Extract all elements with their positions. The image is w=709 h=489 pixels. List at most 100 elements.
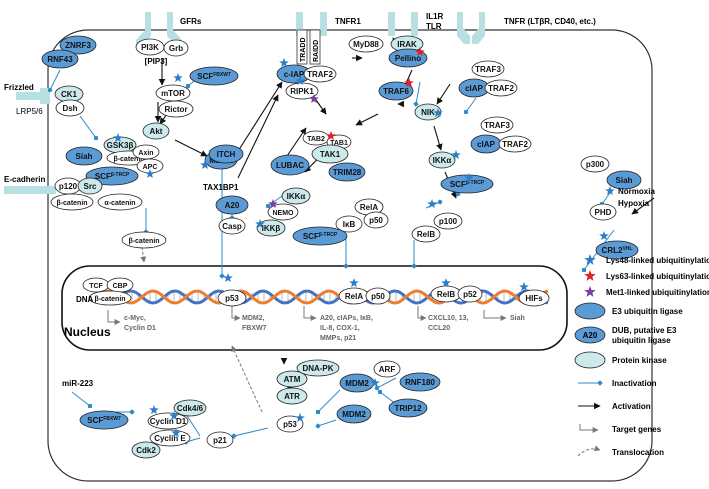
node-nik-label: NIK — [421, 108, 435, 117]
node-tab2: TAB2 — [302, 130, 330, 146]
node-rnf180: RNF180 — [399, 372, 441, 392]
inactivation-edge — [318, 419, 337, 426]
node-mtor: mTOR — [155, 84, 191, 102]
node-grb-label: Grb — [169, 44, 183, 53]
node-acat: α-catenin — [97, 193, 143, 211]
lys48-star-icon — [519, 282, 529, 291]
legend-dub-swatch — [574, 326, 606, 344]
mir223-label: miR-223 — [62, 379, 94, 388]
node-myd88-label: MyD88 — [353, 40, 379, 49]
node-rnf43-label: RNF43 — [47, 55, 73, 64]
ecadherin-label: E-cadherin — [4, 175, 45, 184]
node-p52: p52 — [457, 285, 483, 303]
node-traf2-a-label: TRAF2 — [488, 84, 514, 93]
nucleus-label: Nucleus — [64, 325, 111, 339]
node-rnf43: RNF43 — [41, 49, 79, 69]
activation-edge — [433, 125, 443, 151]
node-ciap-a-label: cIAP — [465, 84, 483, 93]
lys48-star-icon — [441, 278, 451, 287]
node-p53-cyto: p53 — [276, 415, 304, 433]
node-mdm2-bottom-label: MDM2 — [342, 410, 366, 419]
node-trip12-label: TRIP12 — [394, 404, 422, 413]
node-ikka-top: IKKα — [281, 187, 311, 205]
node-dsh-label: Dsh — [62, 104, 77, 113]
node-tcf-label: TCF — [89, 283, 103, 290]
lys48-star-icon — [599, 231, 609, 240]
node-bcat-nuc: β-catenin — [88, 290, 132, 306]
tnfr-other-label: TNFR (LTβR, CD40, etc.) — [504, 17, 596, 26]
node-crl2-main: CRL2VHL — [595, 240, 639, 260]
legend-translocation-label: Translocation — [612, 448, 664, 457]
node-tab1-label: TAB1 — [330, 140, 348, 147]
node-cdk46-label: Cdk4/6 — [177, 404, 204, 413]
target-gene-edge — [303, 306, 317, 321]
legend-target-label: Target genes — [612, 425, 662, 434]
lys48-star-icon — [223, 273, 233, 282]
inactivation-edge — [234, 427, 269, 436]
node-arf-label: ARF — [379, 365, 396, 374]
node-bcat-ecad-label: β-catenin — [56, 200, 87, 207]
legend-lys63-star-icon — [584, 270, 596, 281]
node-siah-left: Siah — [65, 146, 103, 166]
node-itch-label: ITCH — [217, 150, 236, 159]
node-pi3k-label: PI3K — [141, 43, 159, 52]
lys48-star-icon — [451, 150, 461, 159]
node-cdk2: Cdk2 — [131, 441, 161, 459]
lys48-star-icon — [433, 108, 443, 117]
node-atr: ATR — [276, 387, 308, 405]
node-tak1: TAK1 — [311, 144, 349, 164]
node-p120-label: p120 — [59, 182, 78, 191]
node-irak: IRAK — [390, 35, 424, 53]
node-relb-cyto-label: RelB — [417, 230, 435, 239]
node-axin-label: Axin — [138, 150, 153, 157]
node-ck1-label: CK1 — [61, 90, 78, 99]
lys48-star-icon — [279, 58, 289, 67]
node-p53-cyto-label: p53 — [283, 420, 297, 429]
node-traf6: TRAF6 — [378, 81, 414, 101]
cell-membrane — [47, 29, 653, 482]
raidd-box: RAIDD — [309, 29, 321, 65]
node-p100-label: p100 — [439, 217, 458, 226]
node-tak1-label: TAK1 — [320, 150, 341, 159]
node-znrf3-label: ZNRF3 — [65, 41, 91, 50]
node-cyclind1: Cyclin D1 — [147, 412, 189, 430]
gene-p53-1: MDM2, — [242, 315, 265, 322]
node-rela-nuc-label: RelA — [345, 292, 363, 301]
node-a20-label: A20 — [225, 201, 240, 210]
raidd-label: RAIDD — [313, 40, 320, 62]
tradd-box: TRADD — [296, 29, 308, 65]
node-ikka-nc: IKKα — [428, 151, 456, 169]
lys48-star-icon — [295, 76, 305, 85]
legend-lys48-label: Lys48-linked ubiquitinylation — [606, 256, 709, 265]
node-akt: Akt — [142, 122, 170, 140]
gene-hif: Siah — [510, 315, 525, 322]
node-atr-label: ATR — [284, 392, 300, 401]
il1r-tlr-receptor: IL1R TLR — [388, 12, 444, 36]
node-gsk3b-label: GSK3β — [107, 141, 134, 150]
node-apc-label: APC — [143, 164, 158, 171]
legend-activation-label: Activation — [612, 402, 651, 411]
lys63-star-icon — [415, 47, 425, 56]
il1r-label: IL1R — [426, 12, 444, 21]
lys48-star-icon — [145, 169, 155, 178]
legend-lys63-label: Lys63-linked ubiquitinylation — [606, 272, 709, 281]
node-ikka-nc-label: IKKα — [433, 156, 452, 165]
node-itch: ITCH — [208, 144, 244, 164]
node-siah-left-label: Siah — [76, 152, 93, 161]
gene-nfkb-3: MMPs, p21 — [320, 335, 356, 342]
tlr-label: TLR — [426, 22, 442, 31]
node-src-label: Src — [84, 182, 97, 191]
nucleus-envelope — [61, 265, 568, 351]
legend-met1-label: Met1-linked ubiquitinylation — [606, 288, 709, 297]
node-p53-nuc: p53 — [217, 289, 247, 307]
met1-star-icon — [309, 94, 319, 103]
node-p21: p21 — [206, 431, 234, 449]
node-traf2-b: TRAF2 — [498, 135, 532, 153]
gene-p53-2: FBXW7 — [242, 325, 267, 332]
legend-e3-swatch — [574, 302, 606, 320]
legend-kinase-label: Protein kinase — [612, 356, 667, 365]
node-cdk46: Cdk4/6 — [173, 399, 207, 417]
node-siah-right-label: Siah — [616, 176, 633, 185]
legend-target-arrow — [579, 424, 599, 433]
